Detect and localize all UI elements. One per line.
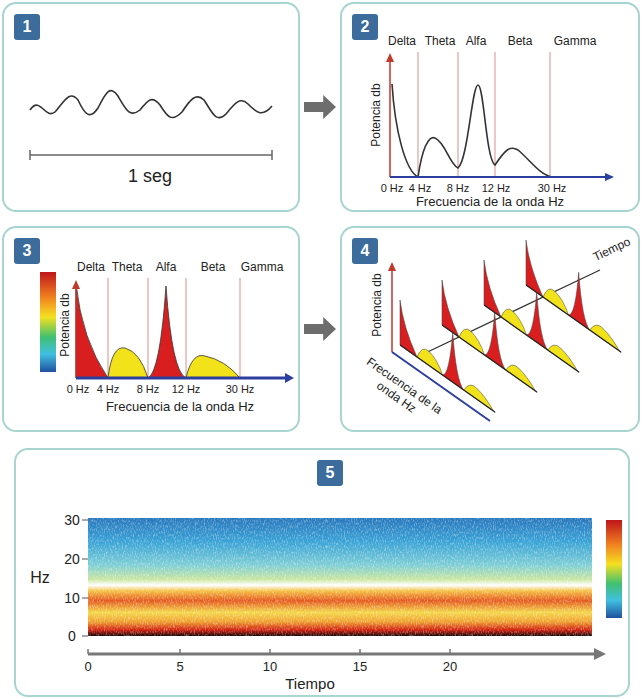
tick-label: 8 Hz bbox=[447, 182, 470, 195]
axis-arrowhead bbox=[388, 262, 396, 271]
step-panel: Delta Theta Alfa Beta GammaPotencia db 0 Hz 4 … bbox=[2, 226, 300, 432]
beta-band-fill bbox=[186, 355, 240, 378]
axis-title: Tiempo bbox=[591, 235, 633, 264]
band-label: Alfa bbox=[156, 261, 177, 275]
step-number-badge: 4 bbox=[352, 238, 378, 264]
band-label: Beta bbox=[508, 35, 533, 49]
step-number-badge: 1 bbox=[14, 14, 40, 40]
band-label: Theta bbox=[112, 261, 143, 275]
tick-label: 5 bbox=[176, 660, 183, 675]
power-axis bbox=[75, 288, 77, 378]
axis-title: Potencia db bbox=[371, 273, 385, 336]
band-label: Theta bbox=[425, 35, 456, 49]
tick-label: 4 Hz bbox=[409, 182, 432, 195]
axis-title: Potencia db bbox=[59, 293, 73, 356]
tick-label: 12 Hz bbox=[482, 182, 511, 195]
tick-label: 8 Hz bbox=[137, 383, 160, 396]
axis-title: Frecuencia de la onda Hz bbox=[106, 400, 254, 415]
step-panel: Potencia db TiempoFrecuencia de la onda H… bbox=[340, 226, 640, 432]
axis-title: Potencia db bbox=[370, 83, 384, 146]
y-ticks bbox=[82, 520, 88, 636]
step-panel: 30 20 10 0 Hz 0 5 10 15 20Tiempo 5 bbox=[14, 448, 630, 697]
power-axis bbox=[391, 270, 393, 352]
band-label: Beta bbox=[201, 261, 226, 275]
step-number: 3 bbox=[23, 243, 32, 259]
time-scale bbox=[30, 150, 272, 160]
delta-band-fill bbox=[76, 284, 108, 378]
tick-label: 0 bbox=[84, 660, 91, 675]
spectrogram-speckle bbox=[88, 518, 592, 636]
power-axis bbox=[389, 60, 391, 177]
band-label: Delta bbox=[388, 35, 416, 49]
power-colorbar bbox=[606, 520, 622, 618]
tick-label: 30 Hz bbox=[538, 182, 567, 195]
step-panel: Delta Theta Alfa Beta GammaPotencia db 0 Hz 4 … bbox=[340, 2, 640, 212]
axis-title: Frecuencia de la onda Hz bbox=[354, 354, 445, 429]
step-number: 1 bbox=[23, 19, 32, 35]
step-number: 4 bbox=[361, 243, 370, 259]
theta-band-fill bbox=[108, 348, 148, 378]
tick-label: 0 bbox=[68, 628, 76, 644]
tick-label: 10 bbox=[64, 590, 80, 606]
tick-label: 10 bbox=[263, 660, 277, 675]
flow-arrow bbox=[304, 317, 336, 341]
band-label: Gamma bbox=[554, 35, 597, 49]
frequency-axis bbox=[76, 377, 286, 380]
axis-title: Frecuencia de la onda Hz bbox=[416, 195, 564, 210]
flow-arrow bbox=[304, 95, 336, 119]
step-number: 2 bbox=[361, 19, 370, 35]
step-number-badge: 5 bbox=[317, 460, 343, 486]
band-label: Delta bbox=[77, 261, 105, 275]
tick-label: 12 Hz bbox=[172, 383, 201, 396]
band-label: Alfa bbox=[466, 35, 487, 49]
axis-arrowhead bbox=[386, 53, 394, 62]
axis-arrowhead bbox=[285, 373, 294, 383]
tick-label: 0 Hz bbox=[67, 383, 90, 396]
eeg-wave bbox=[30, 91, 272, 118]
tick-label: 0 Hz bbox=[381, 182, 404, 195]
step-number-badge: 3 bbox=[14, 238, 40, 264]
axis-title: Tiempo bbox=[285, 675, 334, 692]
tick-label: 15 bbox=[353, 660, 367, 675]
spectrogram bbox=[88, 518, 592, 636]
axis-arrowhead bbox=[72, 280, 80, 289]
tick-label: 20 bbox=[64, 551, 80, 567]
step-number: 5 bbox=[326, 465, 335, 481]
tick-label: 4 Hz bbox=[97, 383, 120, 396]
tick-label: 30 bbox=[64, 512, 80, 528]
axis-title: Hz bbox=[30, 569, 50, 587]
x-ticks bbox=[88, 649, 450, 654]
band-dividers bbox=[108, 278, 240, 378]
frequency-axis bbox=[390, 176, 606, 178]
axis-arrowhead bbox=[605, 173, 614, 181]
band-label: Gamma bbox=[241, 261, 284, 275]
tick-label: 30 Hz bbox=[226, 383, 255, 396]
spectrum-curve bbox=[392, 84, 605, 177]
time-axis bbox=[88, 653, 596, 656]
step-number-badge: 2 bbox=[352, 14, 378, 40]
tick-label: 20 bbox=[443, 660, 457, 675]
alpha-band-fill bbox=[148, 286, 186, 378]
duration-label: 1 seg bbox=[128, 166, 172, 187]
power-colorbar bbox=[40, 272, 56, 372]
step-panel: 1 seg 1 bbox=[2, 2, 300, 212]
axis-arrowhead bbox=[594, 648, 606, 660]
